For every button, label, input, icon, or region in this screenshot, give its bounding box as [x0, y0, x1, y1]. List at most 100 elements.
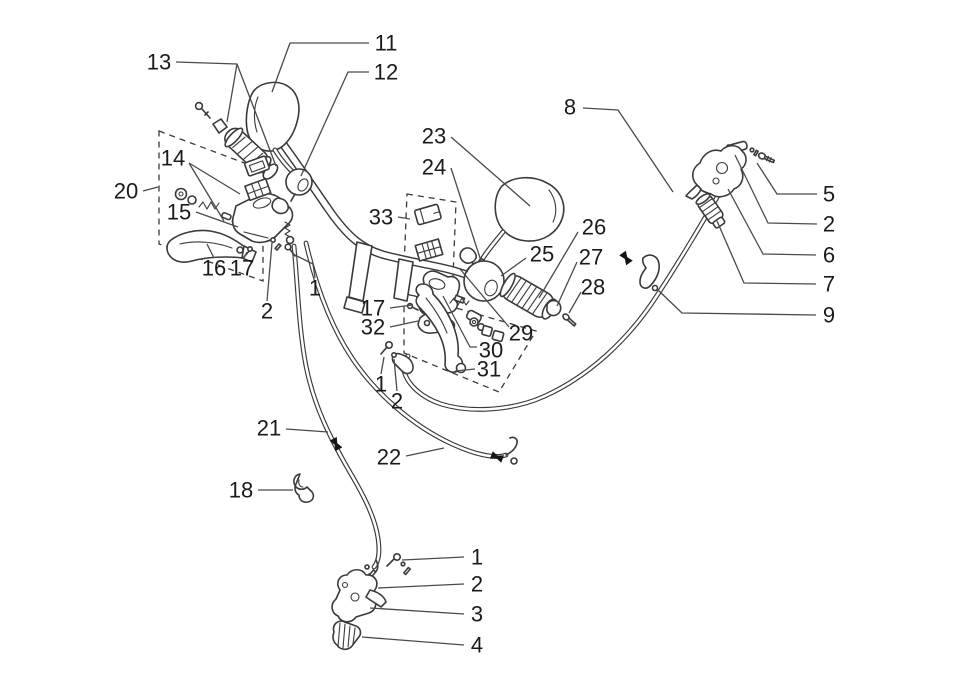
- left-mirror-11: [245, 81, 300, 175]
- part-label-17: 17: [230, 256, 254, 281]
- part-label-32: 32: [361, 315, 385, 340]
- rear-brake-cable-22: [306, 243, 518, 465]
- leader-line-27: [556, 261, 578, 307]
- cable-clip-18: [293, 473, 315, 503]
- right-mirror-23: [483, 176, 565, 258]
- leader-line-6: [727, 188, 817, 256]
- leader-line-17: [243, 251, 248, 259]
- switch-block-33a: [413, 203, 442, 226]
- leader-line-5: [756, 162, 817, 195]
- part-label-1: 1: [375, 372, 387, 397]
- leader-line-28: [568, 291, 582, 314]
- leader-line-20: [142, 186, 159, 192]
- leader-line-14: [188, 162, 241, 195]
- leader-line-31: [454, 368, 476, 372]
- part-label-33: 33: [369, 205, 393, 230]
- adjuster-screw-5: [757, 152, 776, 164]
- part-label-2: 2: [823, 212, 835, 237]
- leader-line-1: [380, 356, 385, 375]
- part-label-31: 31: [477, 357, 501, 382]
- part-label-25: 25: [530, 242, 554, 267]
- part-label-8: 8: [564, 95, 576, 120]
- switch-housing-25: [463, 260, 505, 302]
- leader-line-2: [377, 583, 465, 589]
- brake-bellcrank-3: [331, 568, 387, 623]
- rubber-clamp-4: [332, 620, 362, 651]
- part-label-17: 17: [361, 296, 385, 321]
- part-label-23: 23: [422, 124, 446, 149]
- leader-line-8: [582, 107, 674, 193]
- part-label-16: 16: [202, 256, 226, 281]
- grip-screw: [194, 101, 211, 119]
- leader-line-15: [195, 211, 239, 228]
- leader-line-33: [397, 216, 411, 220]
- leader-line-2: [734, 154, 818, 225]
- part-label-22: 22: [377, 445, 401, 470]
- part-label-11: 11: [375, 31, 398, 56]
- leader-line-2: [266, 242, 273, 302]
- part-label-30: 30: [479, 338, 503, 363]
- grip-screw-28: [562, 313, 577, 327]
- part-label-7: 7: [823, 272, 835, 297]
- part-label-2: 2: [471, 572, 483, 597]
- switch-block-left: [244, 155, 272, 202]
- throttle-control-housing-6: [685, 144, 747, 200]
- leader-line-4: [361, 636, 465, 646]
- part-label-21: 21: [257, 416, 281, 441]
- part-label-13: 13: [147, 50, 171, 75]
- leader-line-30: [442, 295, 477, 348]
- leader-line-1: [401, 556, 465, 561]
- part-label-9: 9: [823, 303, 835, 328]
- part-label-12: 12: [374, 60, 398, 85]
- leader-line-17: [389, 304, 413, 309]
- piston-parts-29-30: [449, 297, 505, 343]
- cable-elbow-9: [639, 254, 660, 292]
- leader-line-29: [459, 268, 510, 328]
- leader-line-9: [657, 289, 817, 316]
- dashed-box-20: [158, 130, 264, 282]
- leader-line-2: [393, 358, 398, 392]
- part-label-15: 15: [167, 200, 191, 225]
- clamp-screw-middle: [380, 340, 393, 355]
- dashed-box-right-lever: [403, 292, 537, 393]
- clamp-screw-bottom-1: [386, 552, 401, 567]
- leader-line-12: [300, 71, 369, 177]
- leader-line-14: [188, 162, 225, 222]
- part-label-2: 2: [391, 389, 403, 414]
- part-label-29: 29: [509, 321, 533, 346]
- part-label-27: 27: [579, 245, 603, 270]
- leader-line-23: [450, 136, 531, 207]
- leader-line-16: [206, 243, 215, 259]
- part-label-1: 1: [471, 545, 483, 570]
- leader-line-11: [271, 42, 369, 93]
- part-label-4: 4: [471, 633, 483, 658]
- part-label-18: 18: [229, 478, 253, 503]
- mirror-mount-12: [285, 168, 313, 202]
- part-label-26: 26: [582, 215, 606, 240]
- part-label-1: 1: [309, 276, 321, 301]
- leader-line-25: [500, 257, 527, 277]
- leader-line-1: [292, 253, 316, 279]
- leader-line-22: [405, 447, 445, 457]
- leader-line-21: [285, 428, 329, 433]
- switch-spring-and-screw: [269, 221, 296, 257]
- part-label-24: 24: [422, 155, 446, 180]
- leader-line-13: [236, 63, 277, 167]
- part-label-20: 20: [114, 179, 138, 204]
- part-label-6: 6: [823, 243, 835, 268]
- leader-line-24: [450, 167, 482, 262]
- cable-adjuster-7: [695, 192, 726, 229]
- leader-line-32: [389, 320, 419, 328]
- leader-line-7: [716, 220, 817, 285]
- part-label-2: 2: [261, 299, 273, 324]
- part-label-14: 14: [161, 146, 185, 171]
- part-label-5: 5: [823, 182, 835, 207]
- leader-line-26: [538, 231, 579, 299]
- cable-end-elbow-middle: [390, 351, 414, 375]
- leader-line-3: [369, 607, 465, 615]
- clamp-half-left: [271, 197, 289, 215]
